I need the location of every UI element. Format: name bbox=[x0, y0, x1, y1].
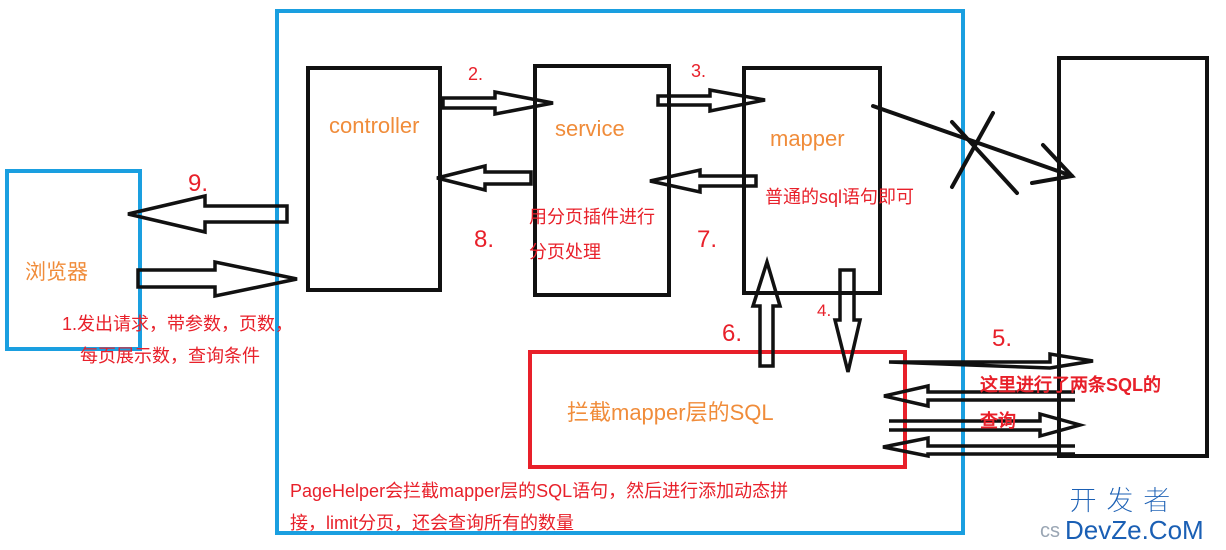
arrows-interceptor-database bbox=[882, 351, 1094, 459]
arrow-service-to-mapper bbox=[656, 87, 766, 114]
arrow-controller-to-service bbox=[441, 89, 554, 117]
step-1-line-1: 1.发出请求，带参数，页数， bbox=[62, 314, 293, 334]
step-1-line-2: 每页展示数，查询条件 bbox=[80, 346, 260, 366]
watermark-bottom: DevZe.CoM bbox=[1065, 515, 1204, 545]
outer-frame bbox=[275, 9, 965, 535]
database-note-line-1: 这里进行了两条SQL的 bbox=[980, 374, 1161, 395]
step-3: 3. bbox=[691, 61, 706, 81]
arrow-interceptor-to-mapper bbox=[750, 256, 783, 368]
arrow-mapper-to-interceptor bbox=[832, 268, 863, 373]
database-note-line-2: 查询 bbox=[980, 410, 1016, 431]
interceptor-label: 拦截mapper层的SQL bbox=[567, 400, 774, 425]
arrow-browser-to-controller bbox=[136, 259, 298, 299]
step-8: 8. bbox=[474, 226, 494, 253]
step-2: 2. bbox=[468, 64, 483, 84]
crossed-direct-arrow bbox=[871, 104, 1076, 195]
database-box bbox=[1057, 56, 1209, 458]
browser-box bbox=[5, 169, 142, 351]
arrow-controller-to-browser bbox=[127, 193, 289, 235]
service-note-line-2: 分页处理 bbox=[529, 242, 601, 262]
controller-box bbox=[306, 66, 442, 292]
service-note-line-1: 用分页插件进行 bbox=[529, 207, 655, 227]
step-9: 9. bbox=[188, 170, 208, 197]
step-5: 5. bbox=[992, 325, 1012, 352]
arrow-service-to-controller bbox=[436, 163, 533, 193]
controller-label: controller bbox=[329, 113, 419, 138]
footer-note-line-1: PageHelper会拦截mapper层的SQL语句，然后进行添加动态拼 bbox=[290, 481, 788, 501]
step-4: 4. bbox=[817, 301, 831, 320]
service-box bbox=[533, 64, 671, 297]
service-label: service bbox=[555, 116, 625, 141]
step-7: 7. bbox=[697, 226, 717, 253]
step-6: 6. bbox=[722, 320, 742, 347]
arrow-mapper-to-service bbox=[649, 167, 758, 195]
mapper-box bbox=[742, 66, 882, 295]
watermark-top: 开 发 者 bbox=[1069, 484, 1171, 517]
interceptor-box bbox=[528, 350, 907, 469]
mapper-label: mapper bbox=[770, 126, 845, 151]
browser-label: 浏览器 bbox=[25, 261, 88, 284]
footer-note-line-2: 接，limit分页，还会查询所有的数量 bbox=[290, 513, 574, 533]
mapper-note: 普通的sql语句即可 bbox=[765, 187, 914, 207]
watermark-prefix: cs bbox=[1040, 520, 1060, 542]
